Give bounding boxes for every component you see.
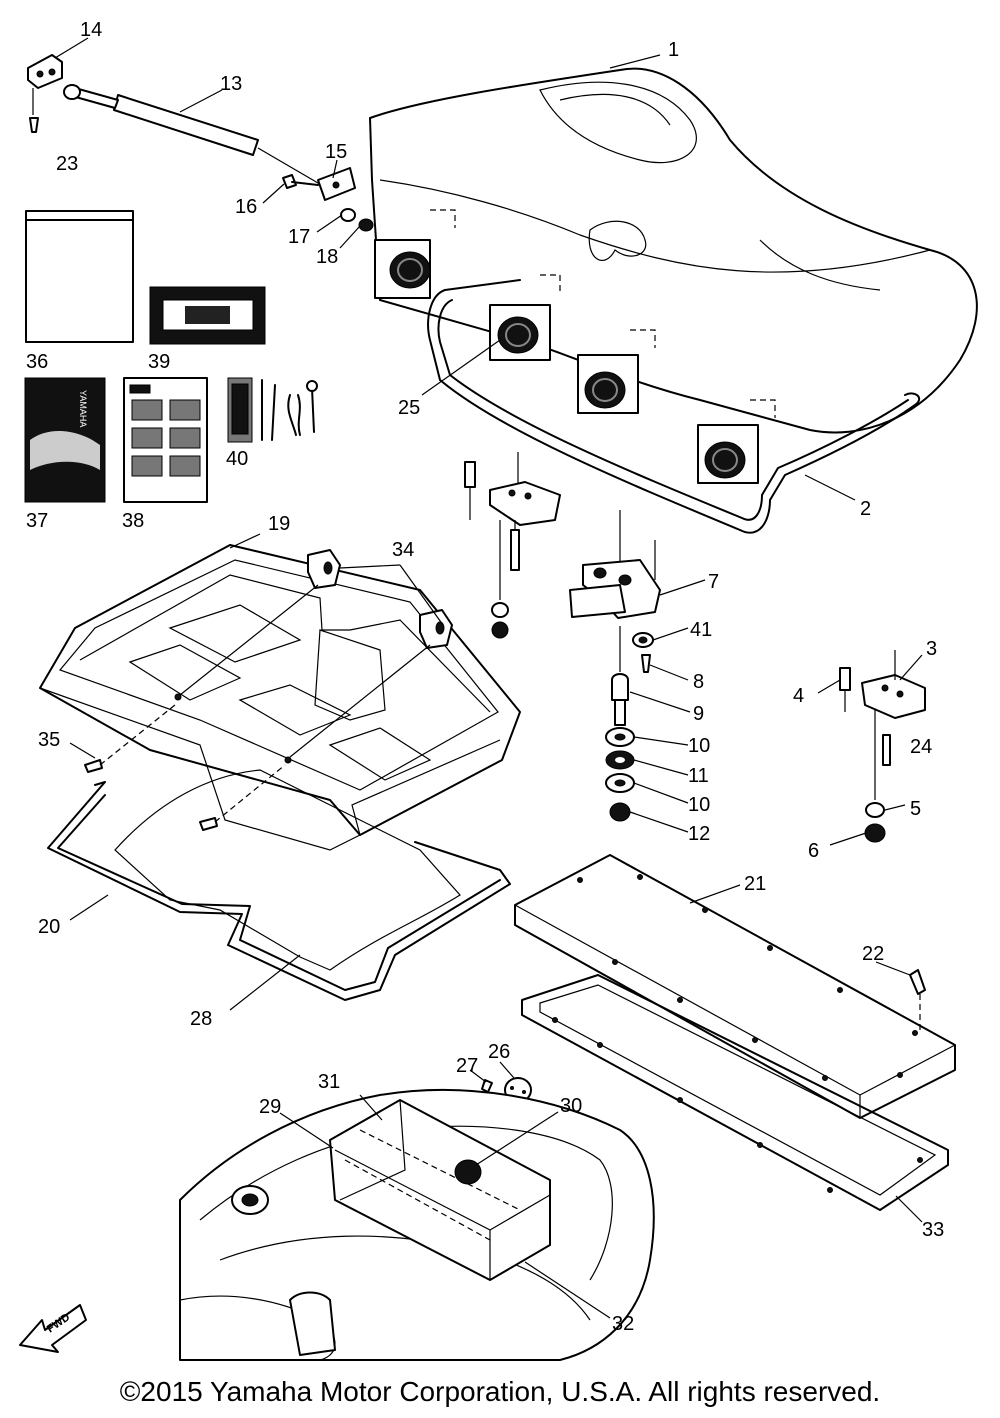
- storage-box-part-29[interactable]: [329, 1099, 551, 1281]
- callout-35: 35: [38, 729, 60, 751]
- washer-part-10-lower[interactable]: [605, 773, 635, 793]
- callout-labels: 1 2 3 4 5 6 7 8 9 10 11 10 12 13 14 15 1…: [26, 19, 944, 1335]
- callout-26: 26: [488, 1041, 510, 1063]
- callout-32: 32: [612, 1313, 634, 1335]
- callout-23: 23: [56, 153, 78, 175]
- callout-4: 4: [793, 685, 804, 707]
- washer-part-41[interactable]: [632, 632, 654, 648]
- vent: [577, 354, 639, 414]
- washer-part-11[interactable]: [605, 750, 635, 770]
- screw-part-22[interactable]: [909, 969, 926, 1030]
- seat-seal-part-2[interactable]: [427, 279, 921, 534]
- callout-15: 15: [325, 141, 347, 163]
- callout-10b: 10: [688, 794, 710, 816]
- pin-part-9[interactable]: [611, 673, 629, 726]
- frame-part-33[interactable]: [521, 974, 949, 1211]
- owners-manual-part-37[interactable]: YAMAHA: [24, 377, 106, 503]
- callout-6: 6: [808, 840, 819, 862]
- callout-18: 18: [316, 246, 338, 268]
- mat-part-28[interactable]: [114, 769, 461, 971]
- callout-14: 14: [80, 19, 102, 41]
- callout-8: 8: [693, 671, 704, 693]
- gasket-part-32[interactable]: [524, 1261, 611, 1319]
- callout-39: 39: [148, 351, 170, 373]
- callout-20: 20: [38, 916, 60, 938]
- callout-7: 7: [708, 571, 719, 593]
- screw-part-8[interactable]: [641, 654, 651, 673]
- nut-part-6[interactable]: [864, 823, 886, 843]
- callout-17: 17: [288, 226, 310, 248]
- callout-25: 25: [398, 397, 420, 419]
- seat-vents-part-25[interactable]: [374, 239, 759, 484]
- bolt-part-16[interactable]: [282, 174, 319, 189]
- screw-part-23[interactable]: [29, 117, 39, 133]
- nut-part-12[interactable]: [609, 802, 631, 822]
- callout-11: 11: [688, 765, 709, 787]
- video-part-39[interactable]: [149, 286, 266, 345]
- callout-29: 29: [259, 1096, 281, 1118]
- vent: [489, 304, 551, 361]
- vent: [697, 424, 759, 484]
- latch-part-7[interactable]: [569, 510, 661, 619]
- callout-40: 40: [226, 448, 248, 470]
- screws-part-35[interactable]: [84, 704, 286, 831]
- callout-24: 24: [910, 736, 932, 758]
- callout-34: 34: [392, 539, 414, 561]
- callout-33: 33: [922, 1219, 944, 1241]
- callout-5: 5: [910, 798, 921, 820]
- vent: [374, 239, 431, 299]
- callout-38: 38: [122, 510, 144, 532]
- pads-part-34[interactable]: [179, 549, 453, 758]
- bolt-part-4[interactable]: [839, 667, 851, 712]
- hinge-part-3[interactable]: [861, 650, 926, 719]
- callout-22: 22: [862, 943, 884, 965]
- manual-cover-text: YAMAHA: [78, 390, 88, 427]
- copyright-text: ©2015 Yamaha Motor Corporation, U.S.A. A…: [119, 1376, 881, 1407]
- washer-part-10-upper[interactable]: [605, 727, 635, 747]
- forward-arrow-icon: FWD: [19, 1304, 87, 1353]
- callout-1: 1: [668, 39, 679, 61]
- washer-part-5[interactable]: [865, 802, 885, 818]
- panel-part-21[interactable]: [514, 854, 956, 1119]
- hinge-assembly-center[interactable]: [464, 452, 561, 639]
- washer-part-17[interactable]: [340, 208, 356, 222]
- bracket-part-15[interactable]: [317, 167, 356, 201]
- callout-19: 19: [268, 513, 290, 535]
- callout-16: 16: [235, 196, 257, 218]
- gasket-part-20[interactable]: [47, 781, 511, 1001]
- callout-13: 13: [220, 73, 242, 95]
- screw-part-27[interactable]: [481, 1079, 493, 1093]
- callout-12: 12: [688, 823, 710, 845]
- callout-2: 2: [860, 498, 871, 520]
- callout-21: 21: [744, 873, 766, 895]
- callout-41: 41: [690, 619, 712, 641]
- nut-part-18[interactable]: [358, 218, 374, 232]
- leader-lines: [54, 37, 923, 1223]
- storage-tray-part-19[interactable]: [39, 544, 521, 851]
- gasket-part-31[interactable]: [359, 1094, 383, 1121]
- callout-9: 9: [693, 703, 704, 725]
- plastic-bag-part-36[interactable]: [25, 210, 134, 343]
- seat-part-1[interactable]: [369, 67, 978, 434]
- callout-31: 31: [318, 1071, 340, 1093]
- callout-3: 3: [926, 638, 937, 660]
- cap-part-30[interactable]: [454, 1159, 482, 1185]
- callout-36: 36: [26, 351, 48, 373]
- tool-kit-part-40[interactable]: [227, 377, 318, 443]
- callout-30: 30: [560, 1095, 582, 1117]
- screw-part-24[interactable]: [874, 710, 891, 800]
- callout-27: 27: [456, 1055, 478, 1077]
- callout-28: 28: [190, 1008, 212, 1030]
- bracket-part-14[interactable]: [27, 54, 63, 115]
- callout-37: 37: [26, 510, 48, 532]
- callout-10a: 10: [688, 735, 710, 757]
- instruction-sheet-part-38[interactable]: [123, 377, 208, 503]
- gas-strut-part-13[interactable]: [63, 84, 331, 191]
